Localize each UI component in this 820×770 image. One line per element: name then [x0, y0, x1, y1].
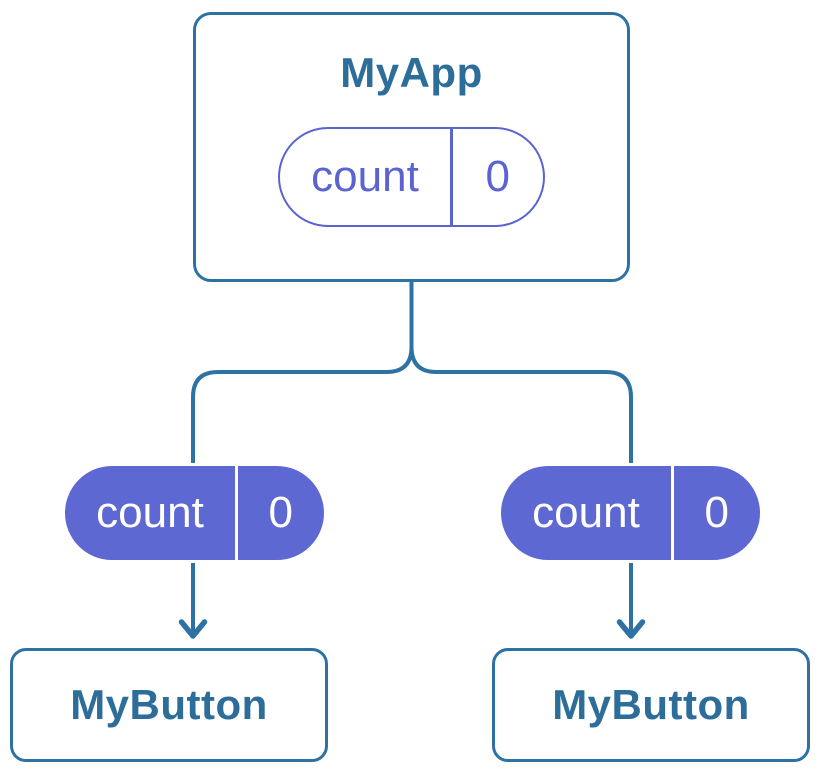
pill-divider	[235, 466, 238, 560]
state-value-label: 0	[485, 152, 510, 201]
pill-divider	[671, 466, 674, 560]
prop-pill-left: count 0	[62, 463, 327, 563]
state-name-label: count	[311, 152, 419, 201]
node-mybutton-right-title: MyButton	[552, 681, 750, 728]
state-pill-myapp: count 0	[278, 127, 545, 227]
edge-root-to-right-child	[409, 282, 633, 633]
prop-pill-right: count 0	[498, 463, 763, 563]
arrow-down-icon-right	[616, 619, 646, 639]
pill-divider	[450, 129, 453, 225]
prop-value-label: 0	[704, 488, 729, 537]
arrow-down-icon-left	[178, 619, 208, 639]
node-mybutton-left: MyButton	[10, 648, 328, 762]
prop-name-label: count	[96, 488, 204, 537]
node-mybutton-left-title: MyButton	[70, 681, 268, 728]
node-mybutton-right: MyButton	[492, 648, 810, 762]
edge-root-to-left-child	[191, 282, 414, 633]
node-myapp: MyApp count 0	[193, 12, 630, 282]
prop-value-label: 0	[268, 488, 293, 537]
prop-name-label: count	[532, 488, 640, 537]
node-myapp-title: MyApp	[340, 49, 483, 96]
